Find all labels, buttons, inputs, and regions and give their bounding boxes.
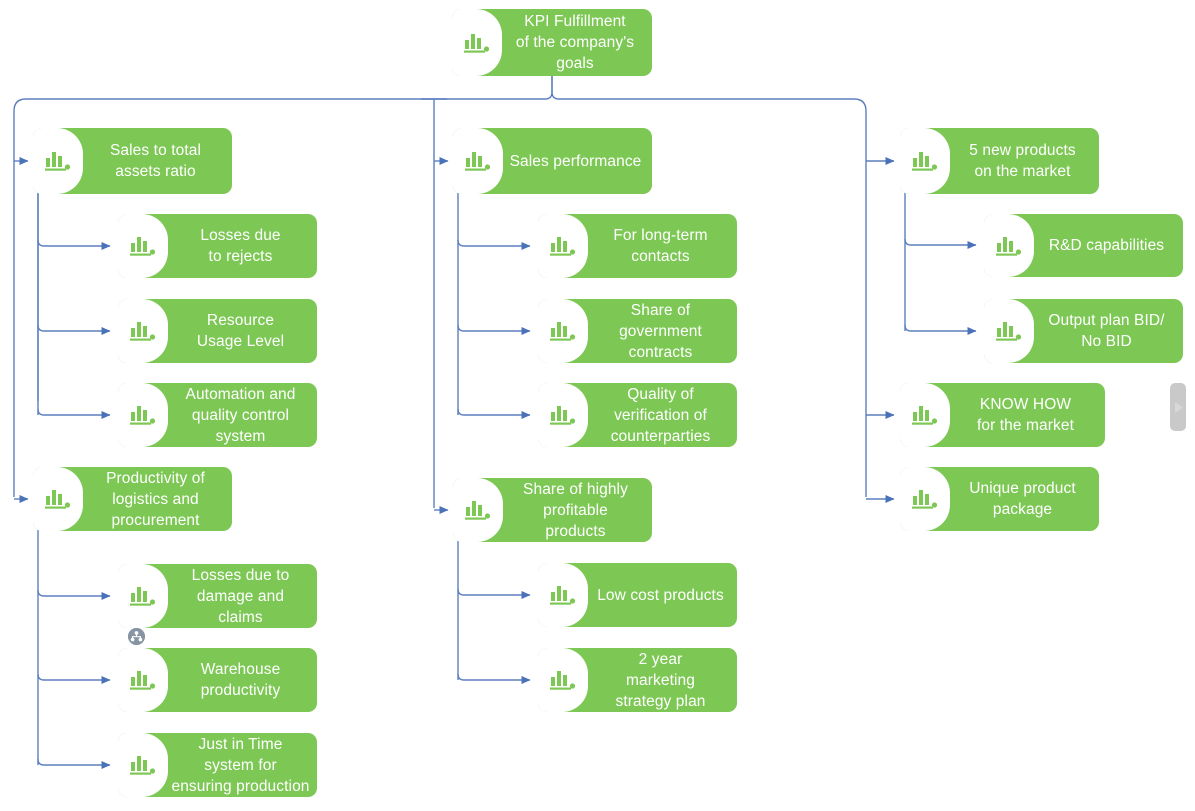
node-label: Sales performance bbox=[509, 152, 642, 170]
node-label: Share of government contracts bbox=[619, 301, 702, 361]
node-long-term[interactable]: For long-term contacts bbox=[538, 214, 737, 278]
node-label: Automation and quality control system bbox=[185, 385, 296, 445]
node-losses-rejects[interactable]: Losses due to rejects bbox=[118, 214, 317, 278]
node-branch-3[interactable]: Sales performance bbox=[453, 128, 652, 194]
node-label: Low cost products bbox=[597, 586, 724, 604]
node-label: For long-term contacts bbox=[613, 227, 708, 265]
node-label: Sales to total assets ratio bbox=[109, 142, 201, 180]
node-jit[interactable]: Just in Time system for ensuring product… bbox=[118, 733, 317, 797]
bar-chart-icon bbox=[912, 152, 938, 171]
node-branch-1[interactable]: Sales to total assets ratio bbox=[33, 128, 232, 194]
node-label: Unique product package bbox=[969, 480, 1076, 518]
node-label: Quality of verification of counterpartie… bbox=[610, 385, 711, 445]
node-label: Resource Usage Level bbox=[196, 312, 285, 350]
node-label: Productivity of logistics and procuremen… bbox=[106, 469, 205, 529]
bar-chart-icon bbox=[130, 671, 156, 690]
node-verification[interactable]: Quality of verification of counterpartie… bbox=[538, 383, 737, 447]
node-label: Output plan BID/ No BID bbox=[1048, 312, 1165, 350]
node-label: Share of highly profitable products bbox=[523, 480, 628, 540]
bar-chart-icon bbox=[550, 671, 576, 690]
node-branch-7[interactable]: Unique product package bbox=[900, 467, 1099, 531]
bar-chart-icon bbox=[130, 322, 156, 341]
node-root[interactable]: KPI Fulfillment of the company's goals bbox=[452, 9, 652, 76]
node-label: Warehouse productivity bbox=[200, 661, 281, 699]
bar-chart-icon bbox=[996, 236, 1022, 256]
node-label: Just in Time system for ensuring product… bbox=[171, 735, 310, 795]
bar-chart-icon bbox=[45, 152, 71, 171]
hierarchy-badge-icon[interactable] bbox=[128, 628, 145, 645]
node-label: KNOW HOW for the market bbox=[976, 396, 1075, 434]
bar-chart-icon bbox=[996, 322, 1022, 341]
node-low-cost[interactable]: Low cost products bbox=[538, 563, 737, 627]
node-resource-usage[interactable]: Resource Usage Level bbox=[118, 299, 317, 363]
node-label: Losses due to rejects bbox=[200, 227, 281, 265]
node-output-plan[interactable]: Output plan BID/ No BID bbox=[984, 299, 1183, 363]
bar-chart-icon bbox=[130, 587, 156, 606]
node-2year-plan[interactable]: 2 year marketing strategy plan bbox=[538, 648, 737, 712]
bar-chart-icon bbox=[550, 237, 576, 256]
node-branch-2[interactable]: Productivity of logistics and procuremen… bbox=[33, 467, 232, 531]
node-rnd[interactable]: R&D capabilities bbox=[984, 214, 1183, 277]
bar-chart-icon bbox=[130, 237, 156, 256]
node-branch-5[interactable]: 5 new products on the market bbox=[900, 128, 1099, 194]
bar-chart-icon bbox=[130, 756, 156, 775]
node-gov-contracts[interactable]: Share of government contracts bbox=[538, 299, 737, 363]
node-warehouse[interactable]: Warehouse productivity bbox=[118, 648, 317, 712]
bar-chart-icon bbox=[550, 406, 576, 425]
bar-chart-icon bbox=[130, 406, 156, 425]
bar-chart-icon bbox=[465, 152, 491, 171]
node-label: KPI Fulfillment of the company's goals bbox=[515, 13, 635, 72]
bar-chart-icon bbox=[465, 501, 491, 520]
bar-chart-icon bbox=[45, 490, 71, 509]
bar-chart-icon bbox=[464, 33, 490, 53]
node-automation[interactable]: Automation and quality control system bbox=[118, 383, 317, 447]
node-label: R&D capabilities bbox=[1048, 237, 1165, 254]
node-label: 2 year marketing strategy plan bbox=[615, 650, 706, 710]
node-losses-damage[interactable]: Losses due to damage and claims bbox=[118, 564, 317, 628]
play-triangle-icon bbox=[1174, 401, 1183, 413]
node-branch-6[interactable]: KNOW HOW for the market bbox=[900, 383, 1105, 447]
node-branch-4[interactable]: Share of highly profitable products bbox=[453, 478, 652, 542]
node-label: 5 new products on the market bbox=[969, 142, 1076, 180]
bar-chart-icon bbox=[550, 586, 576, 605]
node-label: Losses due to damage and claims bbox=[191, 566, 290, 626]
panel-expand-handle[interactable] bbox=[1170, 383, 1186, 431]
bar-chart-icon bbox=[912, 406, 938, 425]
bar-chart-icon bbox=[912, 490, 938, 509]
bar-chart-icon bbox=[550, 322, 576, 341]
